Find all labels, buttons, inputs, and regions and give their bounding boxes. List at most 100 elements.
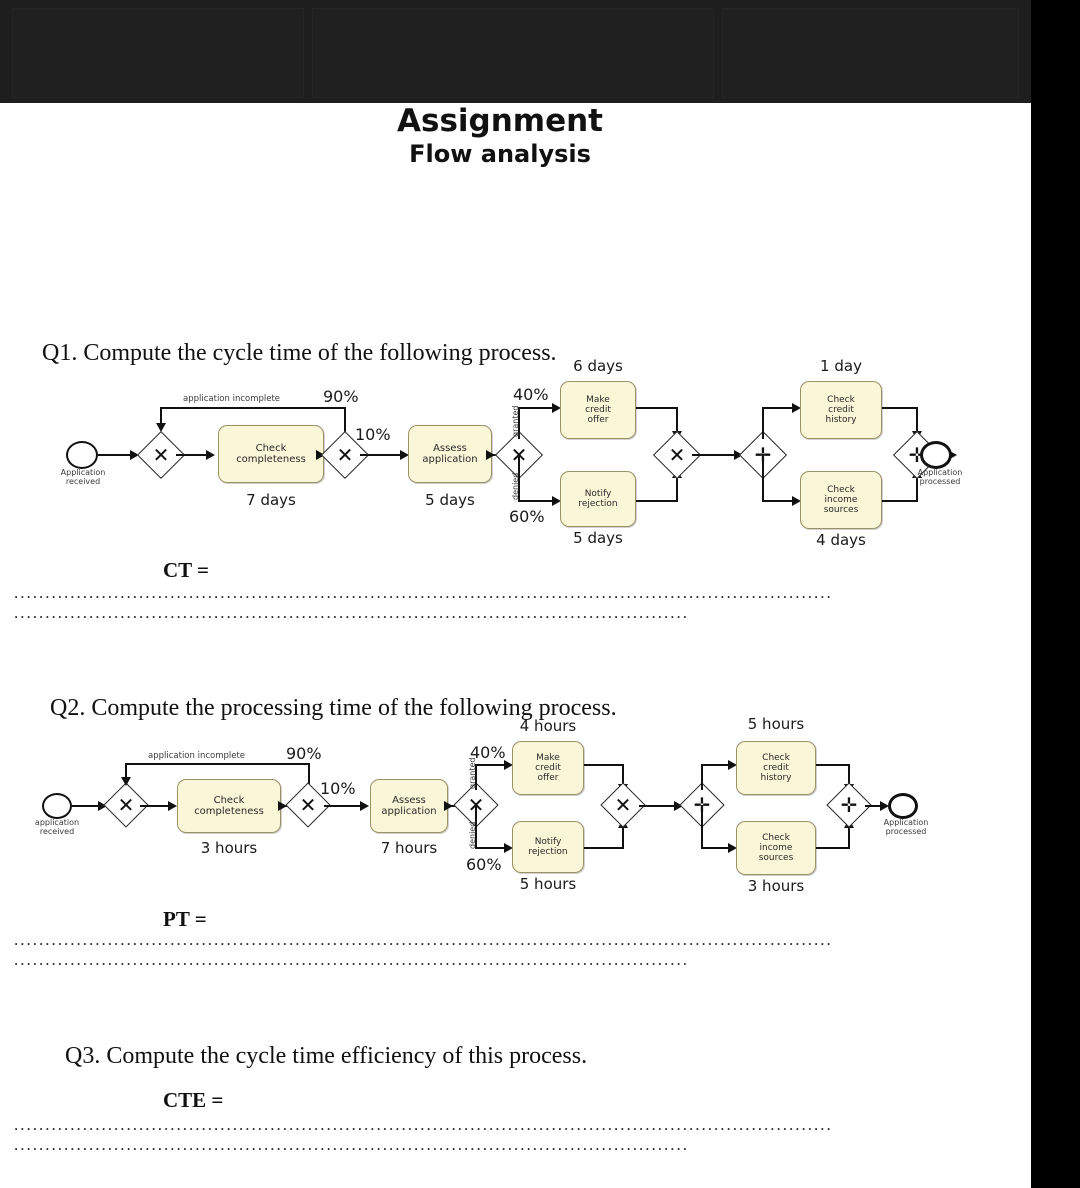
- task-duration: 7 days: [246, 491, 296, 509]
- flow-granted-across: [518, 407, 554, 409]
- flow-income-to-join: [816, 847, 850, 849]
- flow-reject-to-merge: [584, 847, 624, 849]
- probability-granted: 40%: [513, 385, 549, 404]
- question-3-heading: Q3. Compute the cycle time efficiency of…: [65, 1043, 588, 1069]
- answer-dots-line: ........................................…: [14, 586, 833, 600]
- page-subtitle: Flow analysis: [409, 140, 591, 168]
- branch-label-granted: granted: [511, 405, 520, 437]
- start-event: [66, 441, 98, 469]
- flow-and-up: [701, 764, 703, 790]
- chrome-panel-3: [722, 8, 1019, 98]
- flow-reject-up: [622, 825, 624, 849]
- page-title: Assignment: [397, 103, 603, 139]
- flow-history-down: [916, 407, 918, 435]
- flow-denied-across: [518, 500, 554, 502]
- answer-dots-line: ........................................…: [14, 1138, 689, 1152]
- flow-and-down-across: [762, 500, 794, 502]
- flow-denied-across: [475, 847, 507, 849]
- gateway-join-xor-symbol: ✕: [117, 793, 135, 817]
- flow-offer-down: [622, 764, 624, 788]
- arrowhead: [121, 777, 131, 786]
- arrowhead: [316, 450, 325, 460]
- flow-gw4-to-gw5: [639, 805, 681, 807]
- task-duration: 3 hours: [200, 839, 258, 857]
- gateway-split-xor-rework-symbol: ✕: [336, 443, 354, 467]
- end-event: [920, 441, 952, 469]
- flow-granted-across: [475, 764, 507, 766]
- arrowhead: [156, 423, 166, 432]
- chrome-panel-2: [312, 8, 714, 98]
- flow-reject-up: [676, 475, 678, 502]
- flow-gw2-to-task2: [324, 805, 366, 807]
- arrowhead: [504, 843, 513, 853]
- answer-label-cte: CTE =: [163, 1088, 224, 1112]
- gateway-join-xor-symbol: ✕: [152, 443, 170, 467]
- task-duration: 3 hours: [747, 877, 805, 895]
- flow-rework-down: [125, 763, 127, 779]
- arrowhead: [504, 760, 513, 770]
- arrowhead: [728, 843, 737, 853]
- flow-offer-to-merge: [636, 407, 678, 409]
- answer-dots-line: ........................................…: [14, 953, 689, 967]
- arrowhead: [948, 450, 957, 460]
- flow-rework-across: [160, 407, 346, 409]
- flow-and-up-across: [762, 407, 794, 409]
- answer-dots-line: ........................................…: [14, 1118, 833, 1132]
- flow-history-down: [848, 764, 850, 788]
- arrowhead: [674, 801, 683, 811]
- chrome-panel-1: [12, 8, 304, 98]
- flow-history-to-join: [882, 407, 918, 409]
- task-duration: 5 hours: [519, 875, 577, 893]
- flow-start-to-gw1: [98, 454, 132, 456]
- task-duration: 1 day: [820, 357, 862, 375]
- probability-denied: 60%: [466, 855, 502, 874]
- flow-offer-to-merge: [584, 764, 624, 766]
- gateway-split-xor-rework-symbol: ✕: [299, 793, 317, 817]
- branch-label-granted: granted: [468, 757, 477, 789]
- arrowhead: [444, 801, 453, 811]
- right-black-strip: [1031, 0, 1080, 1188]
- gateway-merge-xor-symbol: ✕: [668, 443, 686, 467]
- flow-and-up: [762, 407, 764, 439]
- task-duration: 5 hours: [747, 715, 805, 733]
- app-chrome-topbar: [0, 0, 1031, 103]
- arrowhead: [792, 496, 801, 506]
- flow-granted-up: [518, 407, 520, 439]
- flow-rework-up: [308, 763, 310, 790]
- flow-start-to-gw1: [72, 805, 100, 807]
- flow-rework-across: [125, 763, 310, 765]
- question-2-heading: Q2. Compute the processing time of the f…: [50, 695, 617, 721]
- flow-rework-up: [344, 407, 346, 438]
- flow-and-down: [701, 805, 703, 849]
- arrowhead: [880, 801, 889, 811]
- flow-gw2-to-task2: [360, 454, 406, 456]
- answer-dots-line: ........................................…: [14, 933, 833, 947]
- flow-income-up: [916, 475, 918, 502]
- task-duration: 6 days: [573, 357, 623, 375]
- arrowhead: [734, 450, 743, 460]
- task-duration: 5 days: [425, 491, 475, 509]
- probability-granted: 40%: [470, 743, 506, 762]
- arrowhead: [278, 801, 287, 811]
- gateway-join-and-symbol: ✛: [840, 793, 858, 817]
- flow-and-down-across: [701, 847, 731, 849]
